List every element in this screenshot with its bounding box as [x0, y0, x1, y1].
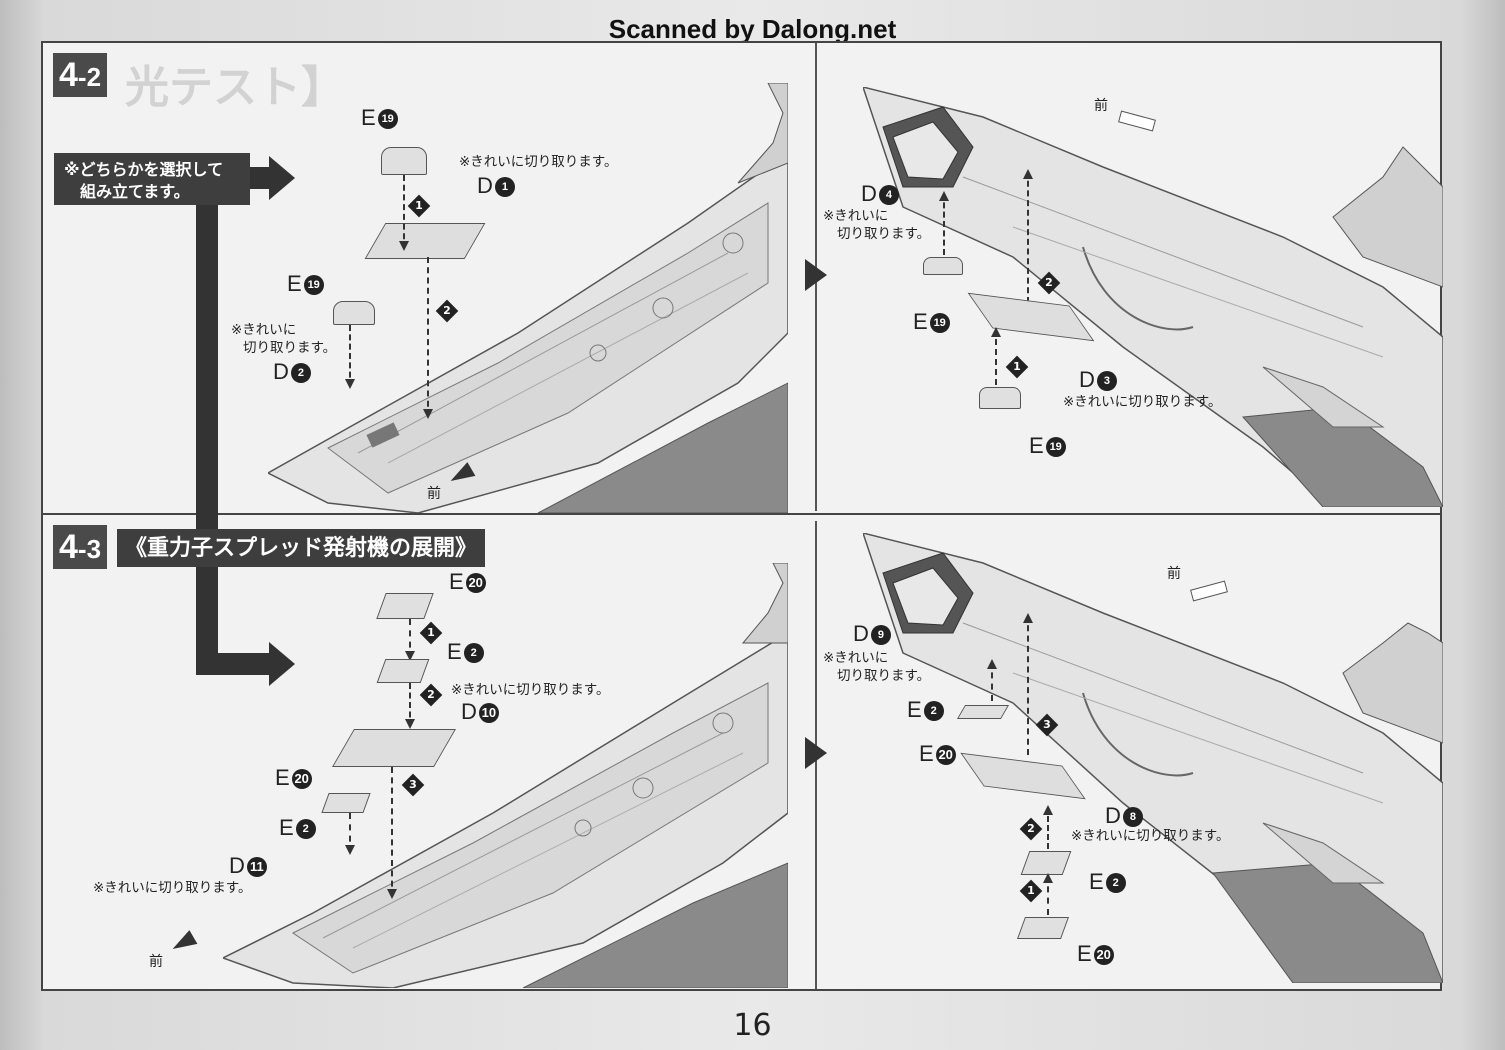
piece-e20-right-top: [956, 705, 1010, 719]
assembly-line-1-right-4-3: [1043, 873, 1053, 915]
step-marker-2: 2: [435, 299, 459, 323]
page-number: 16: [733, 1008, 772, 1043]
piece-e2-top: [376, 659, 430, 683]
piece-e20-lower: [321, 793, 371, 813]
assembly-line-d9: [987, 659, 997, 701]
step-marker-1-right: 1: [1005, 355, 1029, 379]
assembly-line-e2-lower: [345, 813, 355, 855]
panel-arrow-4-3: [805, 737, 827, 769]
note-d4-line1: ※きれいに: [823, 208, 889, 224]
step-marker-1-right-4-3: 1: [1019, 879, 1043, 903]
ship-illustration-4-3-right: [863, 533, 1443, 983]
note-d9-line1: ※きれいに: [823, 650, 889, 666]
piece-e19-lower: [333, 301, 375, 325]
note-d11: ※きれいに切り取ります。: [93, 880, 252, 896]
choice-note-line1: ※どちらかを選択して: [64, 160, 224, 179]
assembly-line-2-right: [1023, 169, 1033, 303]
flow-arrow-top-stem: [250, 167, 270, 189]
assembly-line-3-right: [1023, 613, 1033, 755]
step-marker-3-right: 3: [1035, 713, 1059, 737]
step-4-3-badge: 4-3: [53, 525, 108, 569]
piece-e20-right-bottom: [1016, 917, 1070, 939]
front-direction-arrow-4-3: [168, 930, 198, 956]
flow-arrow-bottom-stem: [196, 653, 270, 675]
piece-e20-top: [376, 593, 434, 619]
flow-arrow-bottom-head: [269, 642, 295, 686]
step-marker-2-right-4-3: 2: [1019, 817, 1043, 841]
note-d1: ※きれいに切り取ります。: [459, 154, 618, 170]
front-label: 前: [427, 486, 441, 502]
note-d3: ※きれいに切り取ります。: [1063, 394, 1222, 410]
note-d9-line2: 切り取ります。: [837, 668, 931, 684]
piece-e19-top: [381, 147, 427, 175]
step-marker-2-4-3: 2: [419, 683, 443, 707]
flow-arrow-top-head: [269, 156, 295, 200]
front-label-4-3-right: 前: [1167, 566, 1181, 582]
piece-d1: [364, 223, 486, 259]
note-e19-line1: ※きれいに: [231, 322, 297, 338]
panel-arrow-4-2: [805, 259, 827, 291]
assembly-line-2-4-3: [405, 683, 415, 729]
step-marker-1: 1: [407, 194, 431, 218]
front-label-4-3: 前: [149, 954, 163, 970]
assembly-line-e19: [345, 325, 355, 389]
step-4-3-title: 《重力子スプレッド発射機の展開》: [117, 529, 486, 567]
ship-illustration-4-2-right: [863, 87, 1443, 507]
ship-illustration-4-3-left: [223, 563, 788, 988]
step-4-2-badge: 4-2: [53, 53, 108, 97]
assembly-line-3-4-3: [387, 767, 397, 899]
assembly-line-2: [423, 257, 433, 419]
step-marker-3-4-3: 3: [401, 773, 425, 797]
note-e19-line2: 切り取ります。: [243, 340, 337, 356]
scanner-credit: Scanned by Dalong.net: [608, 14, 897, 44]
assembly-line-1-4-3: [405, 619, 415, 661]
note-d8: ※きれいに切り取ります。: [1071, 828, 1230, 844]
assembly-line-1: [399, 175, 409, 251]
step-marker-2-right: 2: [1037, 271, 1061, 295]
assembly-line-2-right-4-3: [1043, 805, 1053, 849]
ghost-title: 光テスト】: [125, 62, 345, 113]
ship-illustration-4-2-left: [268, 83, 788, 513]
piece-e19-right-bottom: [979, 387, 1021, 409]
front-label-right: 前: [1094, 98, 1108, 114]
section-divider: [43, 513, 1440, 515]
assembly-line-d4: [939, 191, 949, 255]
choice-note-line2: 組み立てます。: [80, 182, 190, 201]
note-d4-line2: 切り取ります。: [837, 226, 931, 242]
assembly-line-1-right: [991, 327, 1001, 385]
flow-arrow-vertical: [196, 205, 218, 673]
note-d10: ※きれいに切り取ります。: [451, 682, 610, 698]
step-marker-1-4-3: 1: [419, 621, 443, 645]
piece-e19-right-top: [923, 257, 963, 275]
choice-note: ※どちらかを選択して 組み立てます。: [54, 153, 250, 205]
piece-e2-right-bottom: [1020, 851, 1072, 875]
